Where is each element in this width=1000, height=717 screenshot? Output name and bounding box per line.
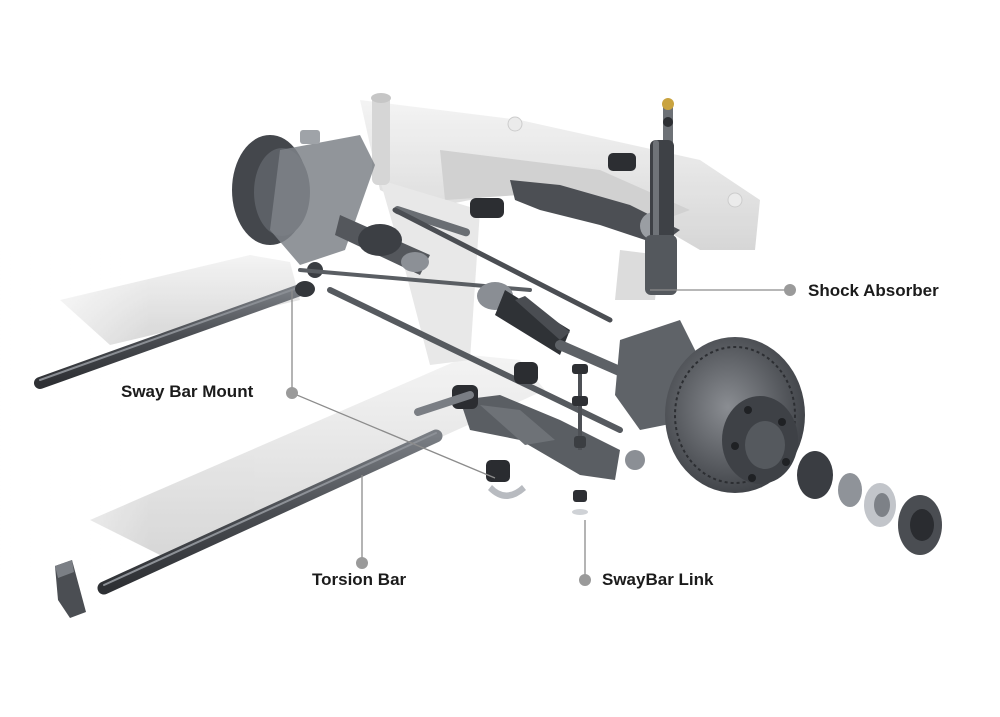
callout-sway-bar-mount: Sway Bar Mount: [121, 382, 254, 401]
shock-absorber-dot: [784, 284, 796, 296]
callout-torsion-bar: Torsion Bar: [312, 570, 407, 589]
sway-bar-mount-part: [486, 460, 526, 499]
callout-shock-absorber: Shock Absorber: [808, 281, 939, 300]
swaybar-link-part: [572, 364, 588, 515]
sway-bar-mount-dot: [286, 387, 298, 399]
shock-absorber-part: [645, 98, 677, 295]
torsion-bar-dot: [356, 557, 368, 569]
brake-rotor: [615, 320, 805, 493]
left-cv-axle: [335, 206, 471, 275]
torsion-bar-part: [55, 429, 443, 618]
chassis-frame: [0, 93, 760, 580]
hub-bearing-stack: [797, 451, 942, 555]
upper-torsion-bar: [34, 281, 315, 389]
lower-control-arm: [414, 362, 645, 480]
swaybar-link-dot: [579, 574, 591, 586]
callout-dots: [286, 284, 796, 586]
callout-swaybar-link: SwayBar Link: [602, 570, 714, 589]
